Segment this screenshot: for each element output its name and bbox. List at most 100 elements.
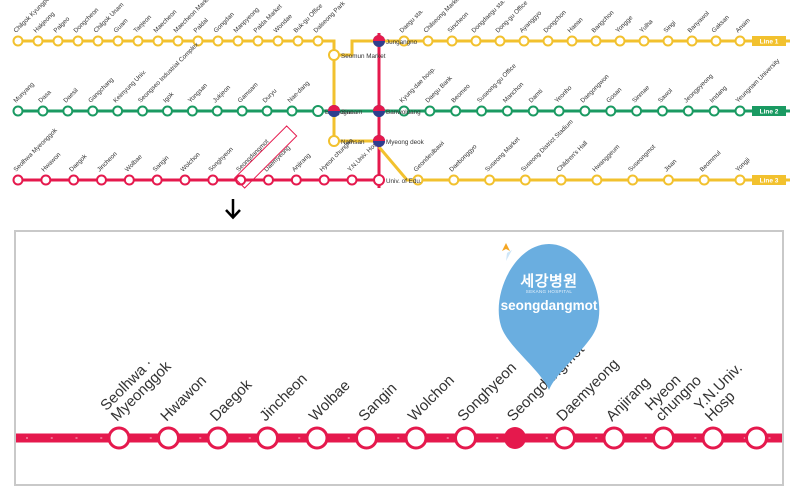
svg-text:Sawol: Sawol	[657, 87, 674, 104]
svg-text:Yulha: Yulha	[638, 18, 654, 34]
svg-text:Suseong Market: Suseong Market	[484, 136, 522, 174]
svg-text:Songhyeon: Songhyeon	[207, 146, 235, 174]
line3-track-right	[377, 146, 790, 182]
svg-text:Yeungnam University: Yeungnam University	[734, 57, 781, 104]
svg-text:Daegok: Daegok	[68, 153, 89, 174]
svg-text:Bangchon: Bangchon	[590, 9, 615, 34]
svg-text:Ayanggyo: Ayanggyo	[518, 9, 543, 34]
svg-text:Hwawon: Hwawon	[157, 372, 210, 425]
highlight-box	[233, 125, 298, 189]
svg-text:Banyawol: Banyawol	[686, 10, 710, 34]
hospital-logo-text: 세강병원	[520, 272, 578, 290]
svg-text:Jungangno: Jungangno	[386, 39, 418, 46]
transfer-icon	[373, 105, 385, 117]
transfer-station-seomun-market[interactable]: Seomun Market	[328, 49, 386, 61]
svg-text:Ansim: Ansim	[734, 17, 751, 34]
svg-text:Nae-dang: Nae-dang	[286, 80, 311, 105]
svg-text:Hwanggeum: Hwanggeum	[591, 143, 621, 173]
line2-station-daegu-bank[interactable]: Daegu Bank	[424, 74, 454, 117]
line3-station-suseong-market[interactable]: Suseong Market	[484, 136, 522, 186]
svg-text:Daegu sta.: Daegu sta.	[398, 8, 425, 35]
svg-text:Duryu: Duryu	[262, 87, 279, 104]
line3-station-hwanggeum[interactable]: Hwanggeum	[591, 143, 621, 186]
svg-text:Imdang: Imdang	[709, 84, 729, 104]
line-tag-3: Line 3	[752, 175, 786, 185]
svg-text:Igok: Igok	[162, 90, 176, 104]
svg-text:Wolbae: Wolbae	[306, 377, 354, 425]
svg-text:Hwawon: Hwawon	[40, 151, 62, 173]
svg-text:Gaksan: Gaksan	[710, 14, 731, 35]
hospital-logo-subtitle: SEKANG HOSPITAL	[525, 289, 573, 294]
svg-text:Anjirang: Anjirang	[291, 152, 313, 174]
svg-text:Yongsan: Yongsan	[187, 82, 209, 104]
svg-text:Yeonho: Yeonho	[554, 84, 574, 104]
svg-text:Beommul: Beommul	[699, 150, 723, 174]
line3-station-daemyeong[interactable]: Daemyeong	[263, 144, 292, 186]
arrow-down-icon	[225, 199, 241, 220]
svg-text:Banwoldang: Banwoldang	[386, 109, 421, 116]
location-callout: 세강병원 SEKANG HOSPITAL seongdangmot	[497, 242, 601, 392]
line3-station-suseongmot[interactable]: Suseongmot	[627, 143, 657, 186]
svg-text:Damti: Damti	[528, 88, 545, 105]
svg-text:Namsan: Namsan	[341, 139, 365, 146]
svg-text:Jisan: Jisan	[663, 158, 679, 174]
svg-text:Wolchon: Wolchon	[179, 151, 202, 174]
callout-bubble	[498, 244, 600, 390]
transfer-icon	[328, 105, 340, 117]
line3-station-daebonggyo[interactable]: Daebonggyo	[448, 143, 479, 186]
line-tag-1: Line 1	[752, 36, 786, 46]
svg-text:Dasa: Dasa	[37, 89, 53, 105]
svg-text:Seomun Market: Seomun Market	[341, 53, 386, 60]
svg-text:Sangin: Sangin	[355, 380, 400, 425]
svg-text:Daemyeong: Daemyeong	[263, 144, 292, 173]
svg-text:Singi: Singi	[662, 20, 677, 35]
svg-text:Gosan: Gosan	[605, 86, 623, 104]
svg-text:Daebonggyo: Daebonggyo	[448, 143, 479, 174]
svg-text:Jukjeon: Jukjeon	[212, 84, 233, 105]
svg-text:Sinmae: Sinmae	[631, 84, 651, 104]
svg-text:Paldal: Paldal	[192, 17, 209, 34]
callout-station-name: seongdangmot	[500, 298, 598, 313]
svg-text:Wolbae: Wolbae	[124, 153, 144, 173]
svg-text:Sinnam: Sinnam	[341, 109, 362, 116]
svg-text:Guam: Guam	[112, 17, 129, 34]
svg-text:Line 2: Line 2	[760, 109, 779, 116]
svg-text:Sangin: Sangin	[152, 154, 171, 173]
svg-text:Myeong deok: Myeong deok	[386, 139, 425, 146]
svg-text:Children's Hall: Children's Hall	[556, 140, 590, 174]
transfer-station-namsan[interactable]: Namsan	[328, 135, 365, 147]
transfer-icon	[373, 135, 385, 147]
svg-text:Suseongmot: Suseongmot	[627, 143, 657, 173]
svg-text:Univ. of Edu.: Univ. of Edu.	[386, 178, 422, 185]
svg-text:Line 3: Line 3	[760, 178, 779, 185]
svg-text:Gamsam: Gamsam	[237, 81, 260, 104]
transfer-icon	[373, 35, 385, 47]
svg-text:Beomeo: Beomeo	[450, 83, 472, 105]
svg-text:Munyang: Munyang	[12, 81, 36, 105]
svg-text:Gangchang: Gangchang	[87, 76, 115, 104]
svg-text:Haean: Haean	[566, 16, 584, 34]
svg-text:Yongge: Yongge	[614, 14, 634, 34]
svg-text:Taejeon: Taejeon	[132, 14, 153, 35]
svg-text:Seolhwa Myeonggok: Seolhwa Myeonggok	[12, 127, 59, 174]
svg-text:Manchon: Manchon	[502, 81, 526, 105]
svg-text:Daesil: Daesil	[62, 87, 79, 104]
line-tag-2: Line 2	[752, 106, 786, 116]
hospital-logo-icon	[500, 243, 512, 261]
zoom-station-next	[745, 426, 768, 450]
svg-text:Jincheon: Jincheon	[96, 150, 119, 173]
svg-text:Y.N.Univ.Hosp: Y.N.Univ.Hosp	[691, 360, 756, 425]
transfer-station-univ-of-edu[interactable]: Univ. of Edu.	[373, 174, 422, 186]
svg-text:Wolchon: Wolchon	[405, 372, 458, 425]
svg-text:Sincheon: Sincheon	[446, 11, 470, 35]
line3-station-suseong-district-stadium[interactable]: Suseong District Stadium	[520, 118, 575, 186]
svg-text:Palgeo: Palgeo	[52, 15, 71, 34]
line3-station-children-s-hall[interactable]: Children's Hall	[556, 140, 590, 186]
svg-text:Hyeonchungno: Hyeonchungno	[642, 361, 705, 424]
svg-text:Jincheon: Jincheon	[256, 370, 310, 424]
svg-text:Line 1: Line 1	[760, 39, 779, 46]
svg-text:Dongchon: Dongchon	[542, 9, 568, 35]
